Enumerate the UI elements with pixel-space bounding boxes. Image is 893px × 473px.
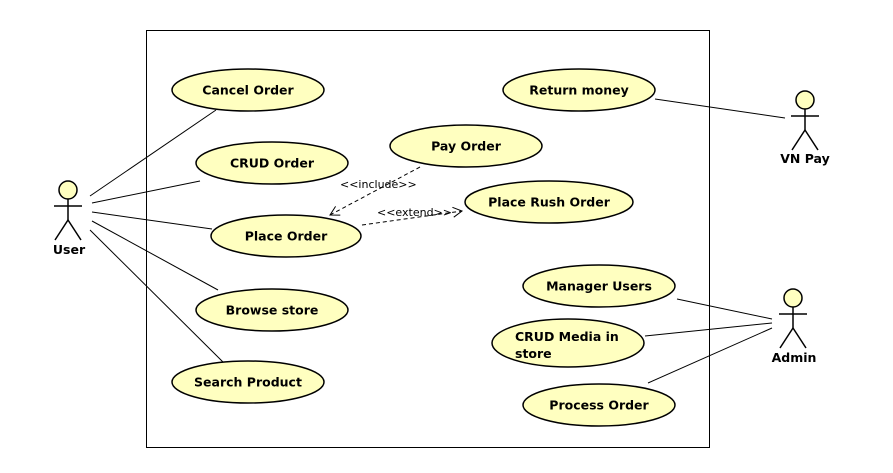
include-arrow	[329, 166, 421, 216]
use-case-browse-store[interactable]: Browse store	[195, 288, 349, 332]
assoc-admin-crud-media	[644, 322, 773, 337]
use-case-label-line1: CRUD Media in	[515, 329, 619, 344]
extend-label: <<extend>>	[377, 206, 452, 219]
use-case-label: Place Rush Order	[488, 195, 611, 210]
actor-admin[interactable]	[779, 288, 807, 349]
actor-vnpay[interactable]	[791, 90, 819, 151]
use-case-label: Cancel Order	[202, 83, 294, 98]
assoc-user-place-order	[91, 211, 213, 230]
use-case-label: Manager Users	[546, 279, 652, 294]
user-associations	[89, 109, 227, 366]
dependencies: <<include>> <<extend>>	[329, 166, 464, 226]
use-case-label-line2: store	[515, 346, 552, 361]
assoc-admin-manager-users	[676, 298, 773, 320]
use-case-cancel-order[interactable]: Cancel Order	[171, 68, 325, 112]
use-case-label: Place Order	[245, 229, 328, 244]
use-case-label: Search Product	[194, 375, 302, 390]
assoc-user-crud-order	[91, 180, 201, 204]
actor-label-user: User	[53, 242, 86, 257]
assoc-admin-process-order	[647, 327, 773, 384]
use-case-place-order[interactable]: Place Order	[210, 214, 362, 258]
external-associations	[644, 98, 786, 384]
assoc-user-search-product	[89, 229, 227, 366]
actor-label-vnpay: VN Pay	[780, 151, 830, 166]
use-case-label: Pay Order	[431, 139, 502, 154]
include-label: <<include>>	[340, 178, 417, 191]
use-case-pay-order[interactable]: Pay Order	[389, 124, 543, 168]
use-case-label: CRUD Order	[230, 156, 315, 171]
use-case-crud-media-in-store[interactable]: CRUD Media in store	[491, 318, 645, 368]
use-case-return-money[interactable]: Return money	[502, 68, 656, 112]
actor-user[interactable]	[54, 180, 82, 241]
assoc-vnpay-return-money	[654, 98, 786, 119]
extend-arrow	[361, 206, 464, 226]
assoc-user-cancel-order	[89, 109, 217, 197]
use-case-crud-order[interactable]: CRUD Order	[195, 141, 349, 185]
actor-label-admin: Admin	[772, 350, 817, 365]
use-case-manager-users[interactable]: Manager Users	[522, 264, 676, 308]
use-case-label: Process Order	[549, 398, 649, 413]
use-case-place-rush-order[interactable]: Place Rush Order	[464, 180, 634, 224]
use-case-label: Browse store	[226, 303, 319, 318]
use-case-search-product[interactable]: Search Product	[171, 360, 325, 404]
use-case-label: Return money	[529, 83, 629, 98]
use-case-process-order[interactable]: Process Order	[522, 383, 676, 427]
assoc-user-browse-store	[91, 220, 219, 291]
